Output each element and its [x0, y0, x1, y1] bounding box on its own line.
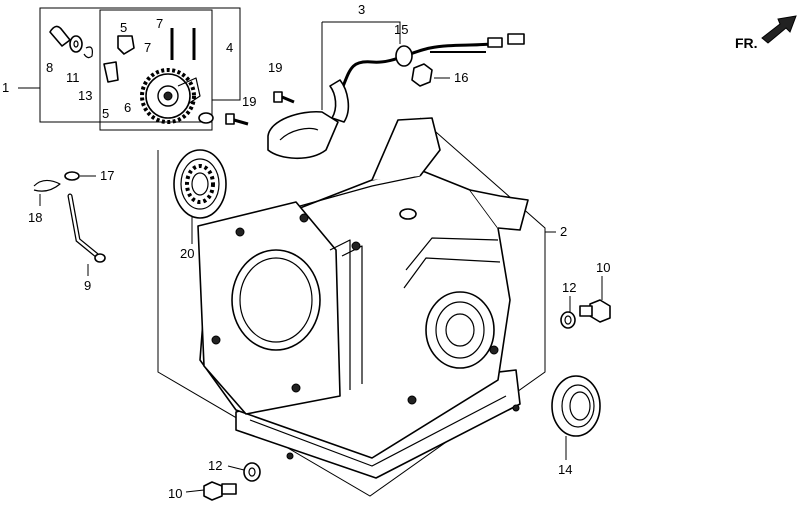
drain-washer-bottom: [243, 462, 261, 482]
oil-level-switch-tube: [329, 79, 350, 123]
callout-18: 18: [28, 210, 42, 225]
governor-clip: [83, 46, 93, 59]
callout-labels: 1 2 3 4 5 5 6 7 7 8 9 10 10 11 12 12 13 …: [2, 2, 610, 501]
governor-inner-outline: [99, 9, 213, 131]
callout-20: 20: [180, 246, 194, 261]
front-direction-label: FR.: [735, 35, 758, 51]
governor-assembly-outline: [39, 7, 241, 123]
governor-gear-washer: [198, 112, 214, 124]
callout-9: 9: [84, 278, 91, 293]
callout-15: 15: [394, 22, 408, 37]
case-bolt-hole-1: [489, 345, 499, 355]
callout-16: 16: [454, 70, 468, 85]
case-bolt-hole-3: [351, 241, 361, 251]
callout-11: 11: [66, 70, 80, 85]
callout-7a: 7: [156, 16, 163, 31]
governor-arm-shaft: [67, 193, 106, 263]
head-bolt-hole-1: [235, 227, 245, 237]
callout-12b: 12: [208, 458, 222, 473]
cylinder-bore: [231, 249, 321, 351]
oil-level-switch-body: [267, 110, 339, 160]
governor-holder-lower: [103, 61, 119, 83]
crankshaft-oil-seal: [551, 375, 601, 437]
callout-5a: 5: [120, 20, 127, 35]
callout-13: 13: [78, 88, 92, 103]
head-bolt-hole-3: [211, 335, 221, 345]
callout-10a: 10: [596, 260, 610, 275]
head-bolt-hole-2: [299, 213, 309, 223]
cylinder-barrel-crankcase: [197, 117, 529, 479]
case-bolt-hole-4: [512, 404, 520, 412]
front-arrow-icon: [761, 15, 797, 44]
wire-connector-a: [487, 37, 503, 48]
callout-4: 4: [226, 40, 233, 55]
governor-holder-pin: [49, 25, 71, 47]
callout-14: 14: [558, 462, 572, 477]
crankcase-top-boss: [371, 117, 441, 181]
governor-assembly-group: [18, 7, 241, 131]
callout-3: 3: [358, 2, 365, 17]
governor-arm-clip: [33, 179, 61, 192]
leader-12-bottom: [227, 465, 245, 471]
callout-17: 17: [100, 168, 114, 183]
leader-10-bottom: [185, 489, 205, 493]
callout-7b: 7: [144, 40, 151, 55]
governor-arm-washer: [64, 171, 80, 181]
wire-connector-b: [507, 33, 525, 45]
governor-gear: [140, 68, 201, 124]
callout-1: 1: [2, 80, 9, 95]
callout-5b: 5: [102, 106, 109, 121]
case-bolt-hole-5: [286, 452, 294, 460]
callout-2: 2: [560, 224, 567, 239]
drain-bolt-bottom: [203, 481, 237, 501]
leader-3-bracket: [322, 21, 401, 44]
wire-clamp-nut: [411, 63, 433, 87]
front-direction-indicator: FR.: [735, 15, 797, 51]
callout-6: 6: [124, 100, 131, 115]
oil-alert-switch-group: [225, 21, 525, 160]
governor-holder-upper: [117, 35, 135, 55]
callout-19a: 19: [268, 60, 282, 75]
switch-bolt-a: [273, 91, 295, 104]
wire-grommet: [395, 45, 413, 67]
callout-8: 8: [46, 60, 53, 75]
governor-washer: [69, 35, 83, 53]
drain-washer-right: [560, 311, 576, 329]
case-bolt-hole-2: [407, 395, 417, 405]
switch-bolt-b: [225, 113, 249, 126]
governor-arm-boss: [469, 189, 529, 231]
drain-bolt-right: [579, 299, 611, 323]
head-bolt-hole-4: [291, 383, 301, 393]
callout-12a: 12: [562, 280, 576, 295]
crankshaft-ball-bearing: [173, 149, 227, 219]
callout-19b: 19: [242, 94, 256, 109]
callout-10b: 10: [168, 486, 182, 501]
breather-plug: [399, 208, 417, 220]
